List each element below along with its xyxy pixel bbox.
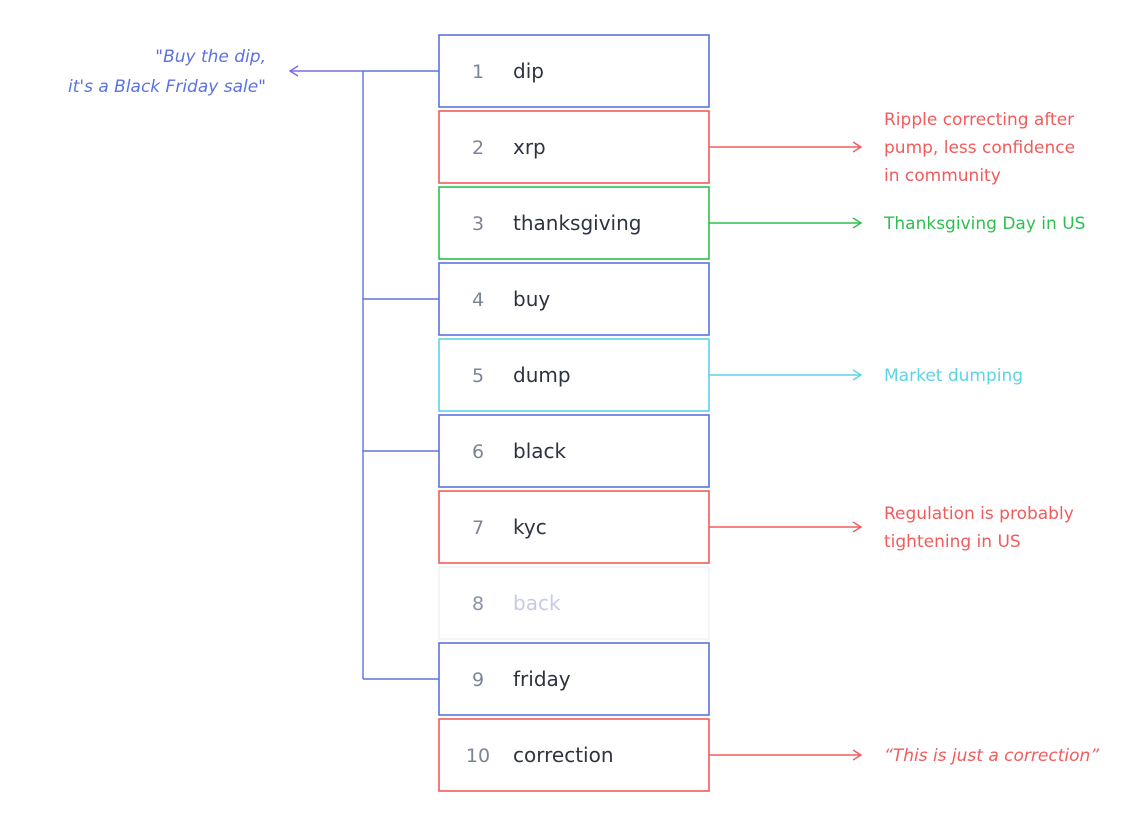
word-rank: 5 (472, 365, 484, 387)
word-rank: 3 (472, 213, 484, 235)
arrowhead-icon (852, 749, 863, 761)
word-box-border (438, 566, 710, 640)
word-box-6: 6 black (438, 414, 710, 488)
arrowhead-left-icon (288, 65, 299, 77)
word-rank: 10 (466, 745, 490, 767)
left-annotation: "Buy the dip, it's a Black Friday sale" (68, 47, 266, 97)
annotation-text-line: Ripple correcting after (884, 110, 1074, 130)
word-box-3: 3 thanksgiving (438, 186, 710, 260)
annotation-text-line: in community (884, 166, 1001, 186)
arrowhead-icon (852, 369, 863, 381)
word-label: dump (513, 363, 571, 387)
word-box-10: 10 correction (438, 718, 710, 792)
word-box-9: 9 friday (438, 642, 710, 716)
annotation-text-line: pump, less confidence (884, 138, 1075, 158)
annotation-10: “This is just a correction” (709, 746, 1099, 766)
left-annotation-text-line: it's a Black Friday sale" (68, 77, 266, 97)
word-box-5: 5 dump (438, 338, 710, 412)
arrowhead-icon (852, 521, 863, 533)
word-label: thanksgiving (513, 211, 641, 235)
word-label: xrp (513, 135, 546, 159)
word-box-4: 4 buy (438, 262, 710, 336)
word-box-2: 2 xrp (438, 110, 710, 184)
word-rank: 2 (472, 137, 484, 159)
word-label: buy (513, 287, 550, 311)
word-box-border (438, 262, 710, 336)
word-list: 1 dip 2 xrp 3 thanksgiving 4 buy 5 dump 6 black 7 kyc… (438, 34, 710, 792)
arrowhead-icon (852, 141, 863, 153)
word-label: correction (513, 743, 614, 767)
word-label: dip (513, 59, 544, 83)
annotation-7: Regulation is probably tightening in US (709, 504, 1074, 552)
word-box-border (438, 338, 710, 412)
annotation-text-line: tightening in US (884, 532, 1021, 552)
annotation-5: Market dumping (709, 366, 1023, 386)
word-box-border (438, 186, 710, 260)
word-rank: 1 (472, 61, 484, 83)
annotation-3: Thanksgiving Day in US (709, 214, 1085, 234)
word-label: black (513, 439, 567, 463)
word-rank: 4 (472, 289, 484, 311)
word-box-border (438, 110, 710, 184)
word-label: kyc (513, 515, 547, 539)
word-rank: 8 (472, 593, 484, 615)
word-box-border (438, 34, 710, 108)
word-box-7: 7 kyc (438, 490, 710, 564)
word-box-border (438, 642, 710, 716)
arrowhead-icon (852, 217, 863, 229)
connector-lines (288, 65, 439, 680)
word-box-border (438, 414, 710, 488)
word-box-8: 8 back (438, 566, 710, 640)
annotation-text-line: Regulation is probably (884, 504, 1074, 524)
annotation-text-line: Market dumping (884, 366, 1023, 386)
word-rank: 6 (472, 441, 484, 463)
word-rank: 7 (472, 517, 484, 539)
annotation-text-line: Thanksgiving Day in US (883, 214, 1085, 234)
annotations: Ripple correcting after pump, less confid… (68, 47, 1099, 766)
word-box-1: 1 dip (438, 34, 710, 108)
left-annotation-text-line: "Buy the dip, (155, 47, 266, 67)
annotation-text-line: “This is just a correction” (884, 746, 1099, 766)
word-label: friday (513, 667, 571, 691)
word-label: back (513, 591, 561, 615)
word-rank: 9 (472, 669, 484, 691)
annotation-2: Ripple correcting after pump, less confid… (709, 110, 1075, 186)
